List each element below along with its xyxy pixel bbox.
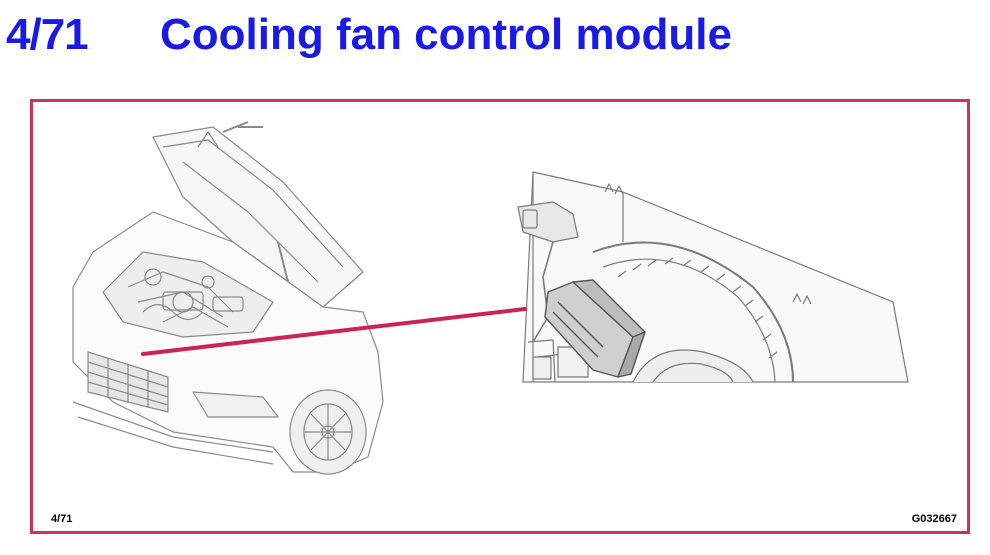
illustration-canvas (72, 121, 909, 475)
image-code-label: G032667 (911, 513, 957, 525)
fan-control-module-icon (544, 279, 646, 378)
illustration-frame: 4/71 G032667 (30, 99, 970, 534)
leader-line (141, 307, 527, 356)
page-header: 4/71 Cooling fan control module (0, 0, 990, 80)
car-illustration-icon (72, 121, 384, 475)
figure-ref-label: 4/71 (51, 513, 73, 525)
reference-number: 4/71 (6, 10, 89, 59)
page-title: Cooling fan control module (160, 10, 732, 59)
